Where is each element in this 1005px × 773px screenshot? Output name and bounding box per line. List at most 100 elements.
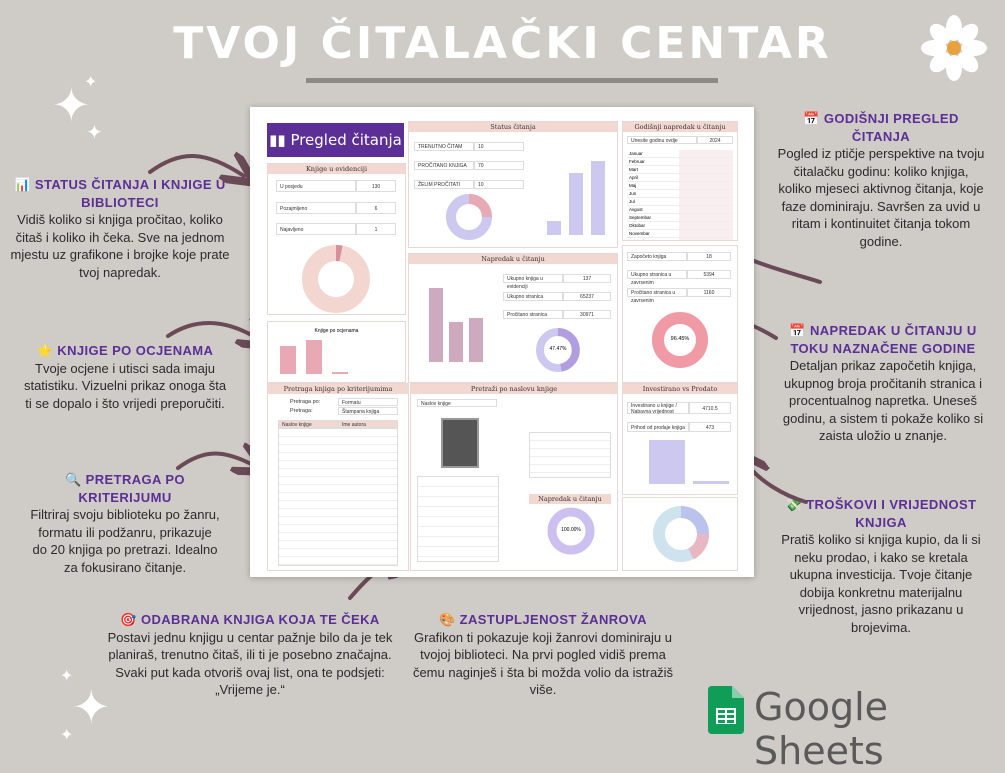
invest-bar xyxy=(693,481,729,484)
invest-bar xyxy=(649,440,685,484)
month-cell xyxy=(679,182,733,189)
month-cell xyxy=(679,214,733,221)
evidencija-value: 1 xyxy=(356,223,396,235)
star-icon: ⭐ xyxy=(36,343,54,358)
panel-header: Knjige u evidenciji xyxy=(268,164,405,174)
callout-heading: PRETRAGA PO KRITERIJUMU xyxy=(78,472,185,505)
month-cell xyxy=(679,230,733,237)
napredak-label: Ukupno stranica xyxy=(503,292,563,301)
callout-heading: ODABRANA KNJIGA KOJA TE ČEKA xyxy=(140,612,380,627)
month-label: Decembar xyxy=(627,238,679,240)
filter-select[interactable]: Formatu xyxy=(338,398,398,406)
callout-body: Detaljan prikaz započetih knjiga, ukupno… xyxy=(782,358,984,443)
month-label: Avgust xyxy=(629,207,643,212)
status-value: 70 xyxy=(474,161,524,170)
month-cell xyxy=(679,150,733,157)
napredak-donut xyxy=(536,328,580,372)
month-row: Jul xyxy=(627,198,733,206)
napredak-value: 65237 xyxy=(563,292,611,301)
month-row: Avgust xyxy=(627,206,733,214)
callout-heading: TROŠKOVI I VRIJEDNOST KNJIGA xyxy=(806,497,977,530)
sparkle-icon: ✦ xyxy=(52,79,91,131)
month-cell xyxy=(679,222,733,229)
callout-body: Tvoje ocjene i utisci sada imaju statist… xyxy=(23,360,227,411)
panel-header: Investirano vs Prodato xyxy=(623,384,737,394)
investirano-panel: Investirano vs Prodato Investirano u knj… xyxy=(622,383,738,495)
zapoceto-value: 5394 xyxy=(687,270,731,279)
evidencija-value: 6 xyxy=(356,202,396,214)
callout-heading: GODIŠNJI PREGLED ČITANJA xyxy=(823,111,959,144)
month-cell xyxy=(679,190,733,197)
zanrovi-donut xyxy=(653,506,709,562)
invest-value: 473 xyxy=(689,422,731,432)
month-cell xyxy=(679,206,733,213)
zapoceto-donut xyxy=(652,312,708,368)
zanrovi-panel xyxy=(622,497,738,571)
status-label: ŽELIM PROČITATI xyxy=(414,180,474,189)
evidencija-label: Pozajmljeno xyxy=(276,202,356,214)
search-icon: 🔍 xyxy=(65,472,82,487)
month-row: Oktobar xyxy=(627,222,733,230)
status-donut xyxy=(446,194,492,240)
month-row: April xyxy=(627,174,733,182)
month-row: Mart xyxy=(627,166,733,174)
napredak-bar xyxy=(429,288,443,362)
status-label: PROČITANO KNJIGA xyxy=(414,161,474,170)
title-search-input[interactable]: Naslov knjige xyxy=(417,399,497,407)
filter-label: Pretraga po: xyxy=(290,399,321,405)
zapoceto-percent: 96.45% xyxy=(670,336,690,342)
month-row: Februar xyxy=(627,158,733,166)
callout-ocjene: ⭐ KNJIGE PO OCJENAMA Tvoje ocjene i utis… xyxy=(20,342,230,412)
month-label: Januar xyxy=(629,151,643,156)
pretraga-naslov-panel: Pretraži po naslovu knjige Naslov knjige… xyxy=(410,383,618,571)
book-details-table xyxy=(417,476,499,562)
col-header: Ime autora xyxy=(338,420,398,428)
status-label: TRENUTNO ČITAM xyxy=(414,142,474,151)
month-row: Novembar xyxy=(627,230,733,238)
month-row: Septembar xyxy=(627,214,733,222)
month-row: Maj xyxy=(627,182,733,190)
panel-header: Status čitanja xyxy=(409,122,617,132)
napredak-value: 30971 xyxy=(563,310,611,319)
month-label: Septembar xyxy=(629,215,652,220)
filter-select[interactable]: Štampana knjiga xyxy=(338,407,398,415)
year-input[interactable]: 2024 xyxy=(697,136,733,144)
status-value: 10 xyxy=(474,142,524,151)
calendar-icon: 📅 xyxy=(789,323,806,338)
zapoceto-value: 1160 xyxy=(687,288,731,297)
evidencija-label: Najavljeno xyxy=(276,223,356,235)
month-label: Oktobar xyxy=(629,223,646,228)
books-icon: ▮▮ xyxy=(269,131,286,149)
evidencija-panel: Knjige u evidenciji U posjedu 130 Pozajm… xyxy=(267,163,406,315)
sparkle-icon: ✦ xyxy=(72,681,111,733)
invest-value: 4710.5 xyxy=(689,402,731,414)
month-row: Decembar xyxy=(627,238,733,240)
callout-body: Pogled iz ptičje perspektive na tvoju či… xyxy=(777,146,985,249)
month-label: Maj xyxy=(629,183,637,188)
napredak-percent: 47.47% xyxy=(549,346,567,352)
brand-title: Pregled čitanja xyxy=(290,131,402,149)
month-label: Jun xyxy=(629,191,637,196)
panel-header: Godišnji napredak u čitanju xyxy=(623,122,737,132)
napredak-bar xyxy=(449,322,463,362)
ocjene-bar xyxy=(306,340,322,374)
ocjene-title: Knjige po ocjenama xyxy=(314,328,359,334)
naslov-percent: 100.00% xyxy=(561,527,581,533)
evidencija-donut xyxy=(302,245,370,313)
month-cell xyxy=(679,158,733,165)
flower-icon xyxy=(921,15,987,81)
month-cell xyxy=(679,174,733,181)
chart-icon: 📊 xyxy=(14,177,31,192)
napredak-panel: Napredak u čitanju Ukupno knjiga u evide… xyxy=(408,253,618,383)
zapoceto-value: 18 xyxy=(687,252,731,261)
callout-zanrovi: 🎨 ZASTUPLJENOST ŽANROVA Grafikon ti poka… xyxy=(412,611,674,699)
brand-banner: ▮▮ Pregled čitanja xyxy=(267,123,404,157)
spreadsheet-preview: ▮▮ Pregled čitanja Knjige u evidenciji U… xyxy=(250,107,754,577)
status-bar xyxy=(547,221,561,235)
filter-label: Pretraga: xyxy=(290,408,313,414)
palette-icon: 🎨 xyxy=(439,612,456,627)
col-header: Naslov knjige xyxy=(278,420,338,428)
callout-heading: STATUS ČITANJA I KNJIGE U BIBLIOTECI xyxy=(34,177,226,210)
ocjene-panel: Knjige po ocjenama xyxy=(267,321,406,383)
